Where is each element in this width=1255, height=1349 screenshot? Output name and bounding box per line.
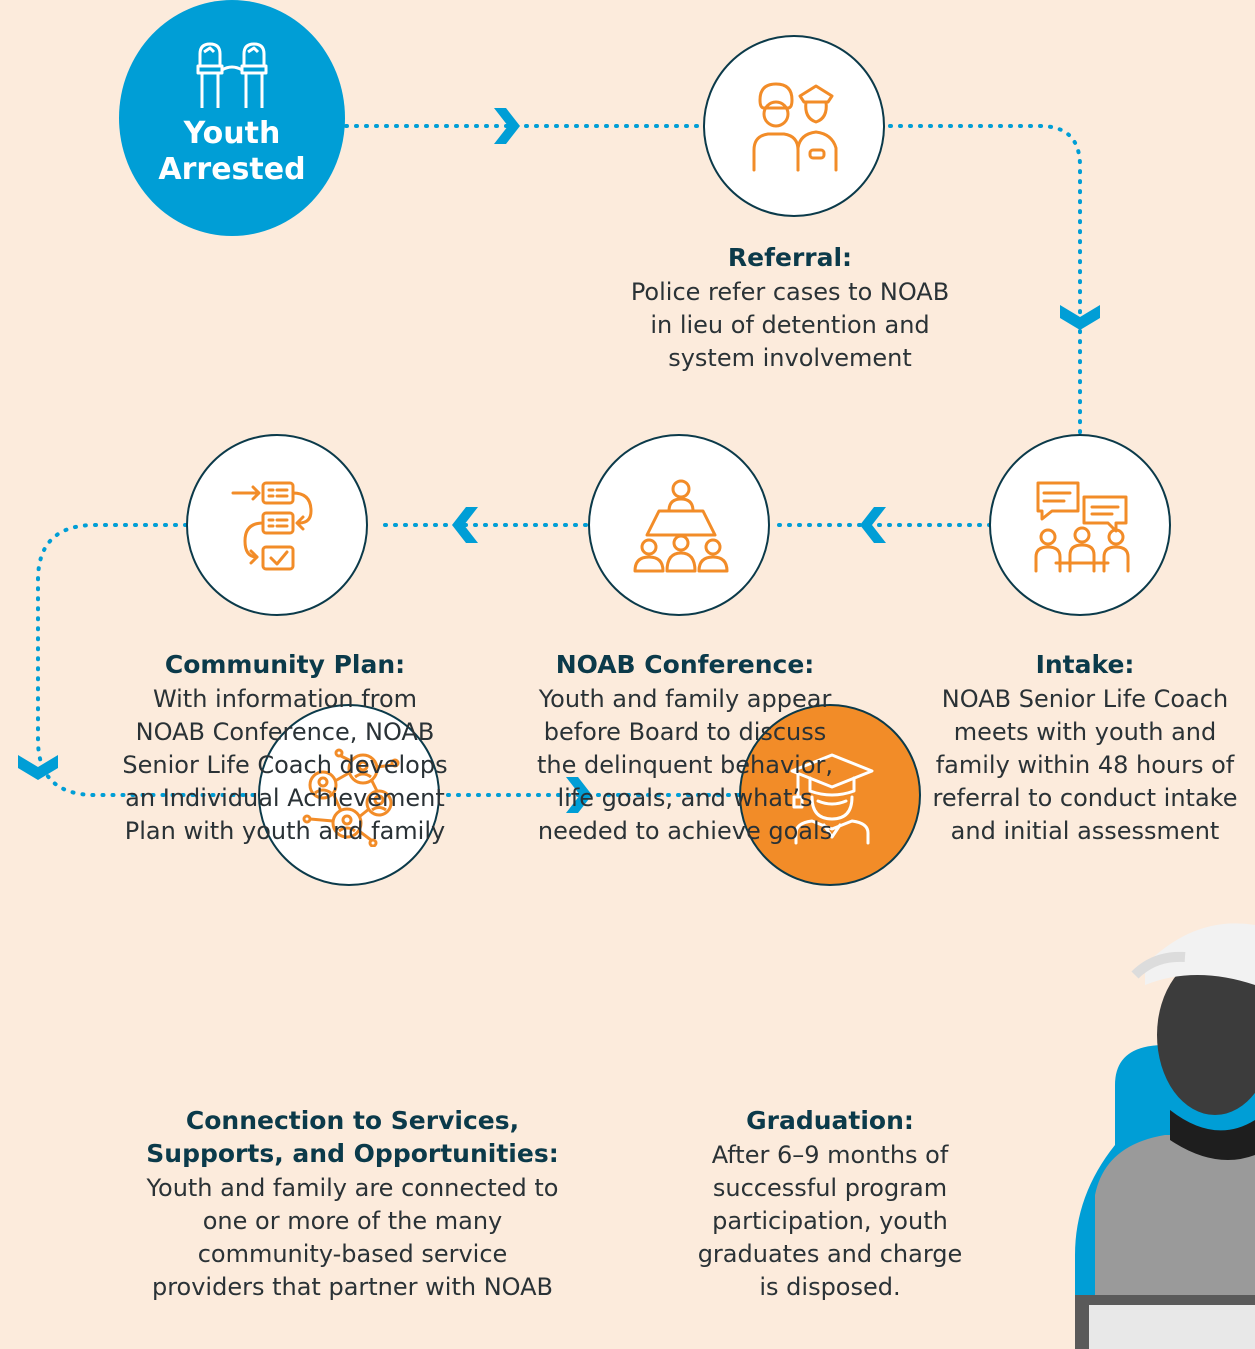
arrow-right-icon <box>566 777 592 813</box>
connector-referral-intake <box>888 124 1082 447</box>
connection-desc-line: community-based service <box>197 1240 508 1268</box>
intake-desc-line: family within 48 hours of <box>935 751 1235 779</box>
referral-desc-line: Police refer cases to NOAB <box>630 278 950 306</box>
community-plan-title: Community Plan: <box>164 650 406 679</box>
intake-desc-line: and initial assessment <box>950 817 1220 845</box>
graduation-title: Graduation: <box>746 1106 914 1135</box>
start-label-line1: Youth <box>183 116 281 151</box>
intake-desc-line: referral to conduct intake <box>932 784 1238 812</box>
graduate-icon <box>790 753 874 845</box>
connection-title-line: Connection to Services, <box>185 1106 520 1135</box>
graduation-node <box>739 704 921 886</box>
referral-desc-line: system involvement <box>668 344 912 372</box>
board-hierarchy-icon <box>633 479 729 573</box>
referral-title: Referral: <box>727 243 853 272</box>
referral-text: Referral: Police refer cases to NOAB in … <box>590 241 990 375</box>
arrow-left-icon <box>860 507 886 543</box>
connector-plan-connection <box>36 523 260 797</box>
conference-desc-line: the delinquent behavior, <box>537 751 833 779</box>
community-plan-desc-line: Senior Life Coach develops <box>122 751 448 779</box>
intake-title: Intake: <box>1035 650 1135 679</box>
conference-desc-line: life goals, and what’s <box>557 784 813 812</box>
connection-title: Connection to Services, Supports, and Op… <box>120 1104 585 1170</box>
connection-desc-line: one or more of the many <box>202 1207 503 1235</box>
conference-text: NOAB Conference: Youth and family appear… <box>520 648 850 848</box>
connection-desc-line: Youth and family are connected to <box>146 1174 559 1202</box>
community-plan-desc-line: NOAB Conference, NOAB <box>135 718 435 746</box>
conference-desc-line: before Board to discuss <box>543 718 827 746</box>
community-plan-desc-line: an Individual Achievement <box>125 784 445 812</box>
intake-node <box>989 434 1171 616</box>
conference-title: NOAB Conference: <box>555 650 815 679</box>
conference-desc-line: Youth and family appear <box>538 685 832 713</box>
arrow-down-icon <box>1060 305 1100 330</box>
connection-desc-line: providers that partner with NOAB <box>151 1273 554 1301</box>
conference-desc-line: needed to achieve goals <box>537 817 833 845</box>
referral-desc-line: in lieu of detention and <box>650 311 930 339</box>
intake-desc-line: NOAB Senior Life Coach <box>941 685 1229 713</box>
handcuffed-fists-icon <box>196 42 268 108</box>
connection-node <box>258 704 440 886</box>
meeting-chat-icon <box>1034 481 1130 573</box>
graduation-desc-line: graduates and charge <box>697 1240 963 1268</box>
checklist-flow-icon <box>231 481 313 571</box>
community-plan-text: Community Plan: With information from NO… <box>115 648 455 848</box>
community-plan-node <box>186 434 368 616</box>
graduation-text: Graduation: After 6–9 months of successf… <box>680 1104 980 1304</box>
community-plan-desc-line: With information from <box>152 685 418 713</box>
graduation-desc-line: successful program <box>712 1174 948 1202</box>
start-label-line2: Arrested <box>158 152 306 187</box>
connection-text: Connection to Services, Supports, and Op… <box>120 1104 585 1304</box>
graduation-desc-line: participation, youth <box>712 1207 948 1235</box>
connection-title-line: Supports, and Opportunities: <box>146 1139 559 1168</box>
arrow-left-icon <box>452 507 478 543</box>
youth-arrested-node: Youth Arrested <box>119 0 345 236</box>
graduation-desc-line: is disposed. <box>759 1273 901 1301</box>
police-officer-icon <box>752 82 838 172</box>
community-plan-desc-line: Plan with youth and family <box>124 817 446 845</box>
arrow-down-icon <box>18 755 58 780</box>
network-people-icon <box>302 748 400 847</box>
intake-text: Intake: NOAB Senior Life Coach meets wit… <box>920 648 1250 848</box>
referral-node <box>703 35 885 217</box>
conference-node <box>588 434 770 616</box>
intake-desc-line: meets with youth and <box>953 718 1217 746</box>
graduation-desc-line: After 6–9 months of <box>711 1141 949 1169</box>
arrow-right-icon <box>494 108 520 144</box>
graduate-photo <box>1075 895 1255 1349</box>
